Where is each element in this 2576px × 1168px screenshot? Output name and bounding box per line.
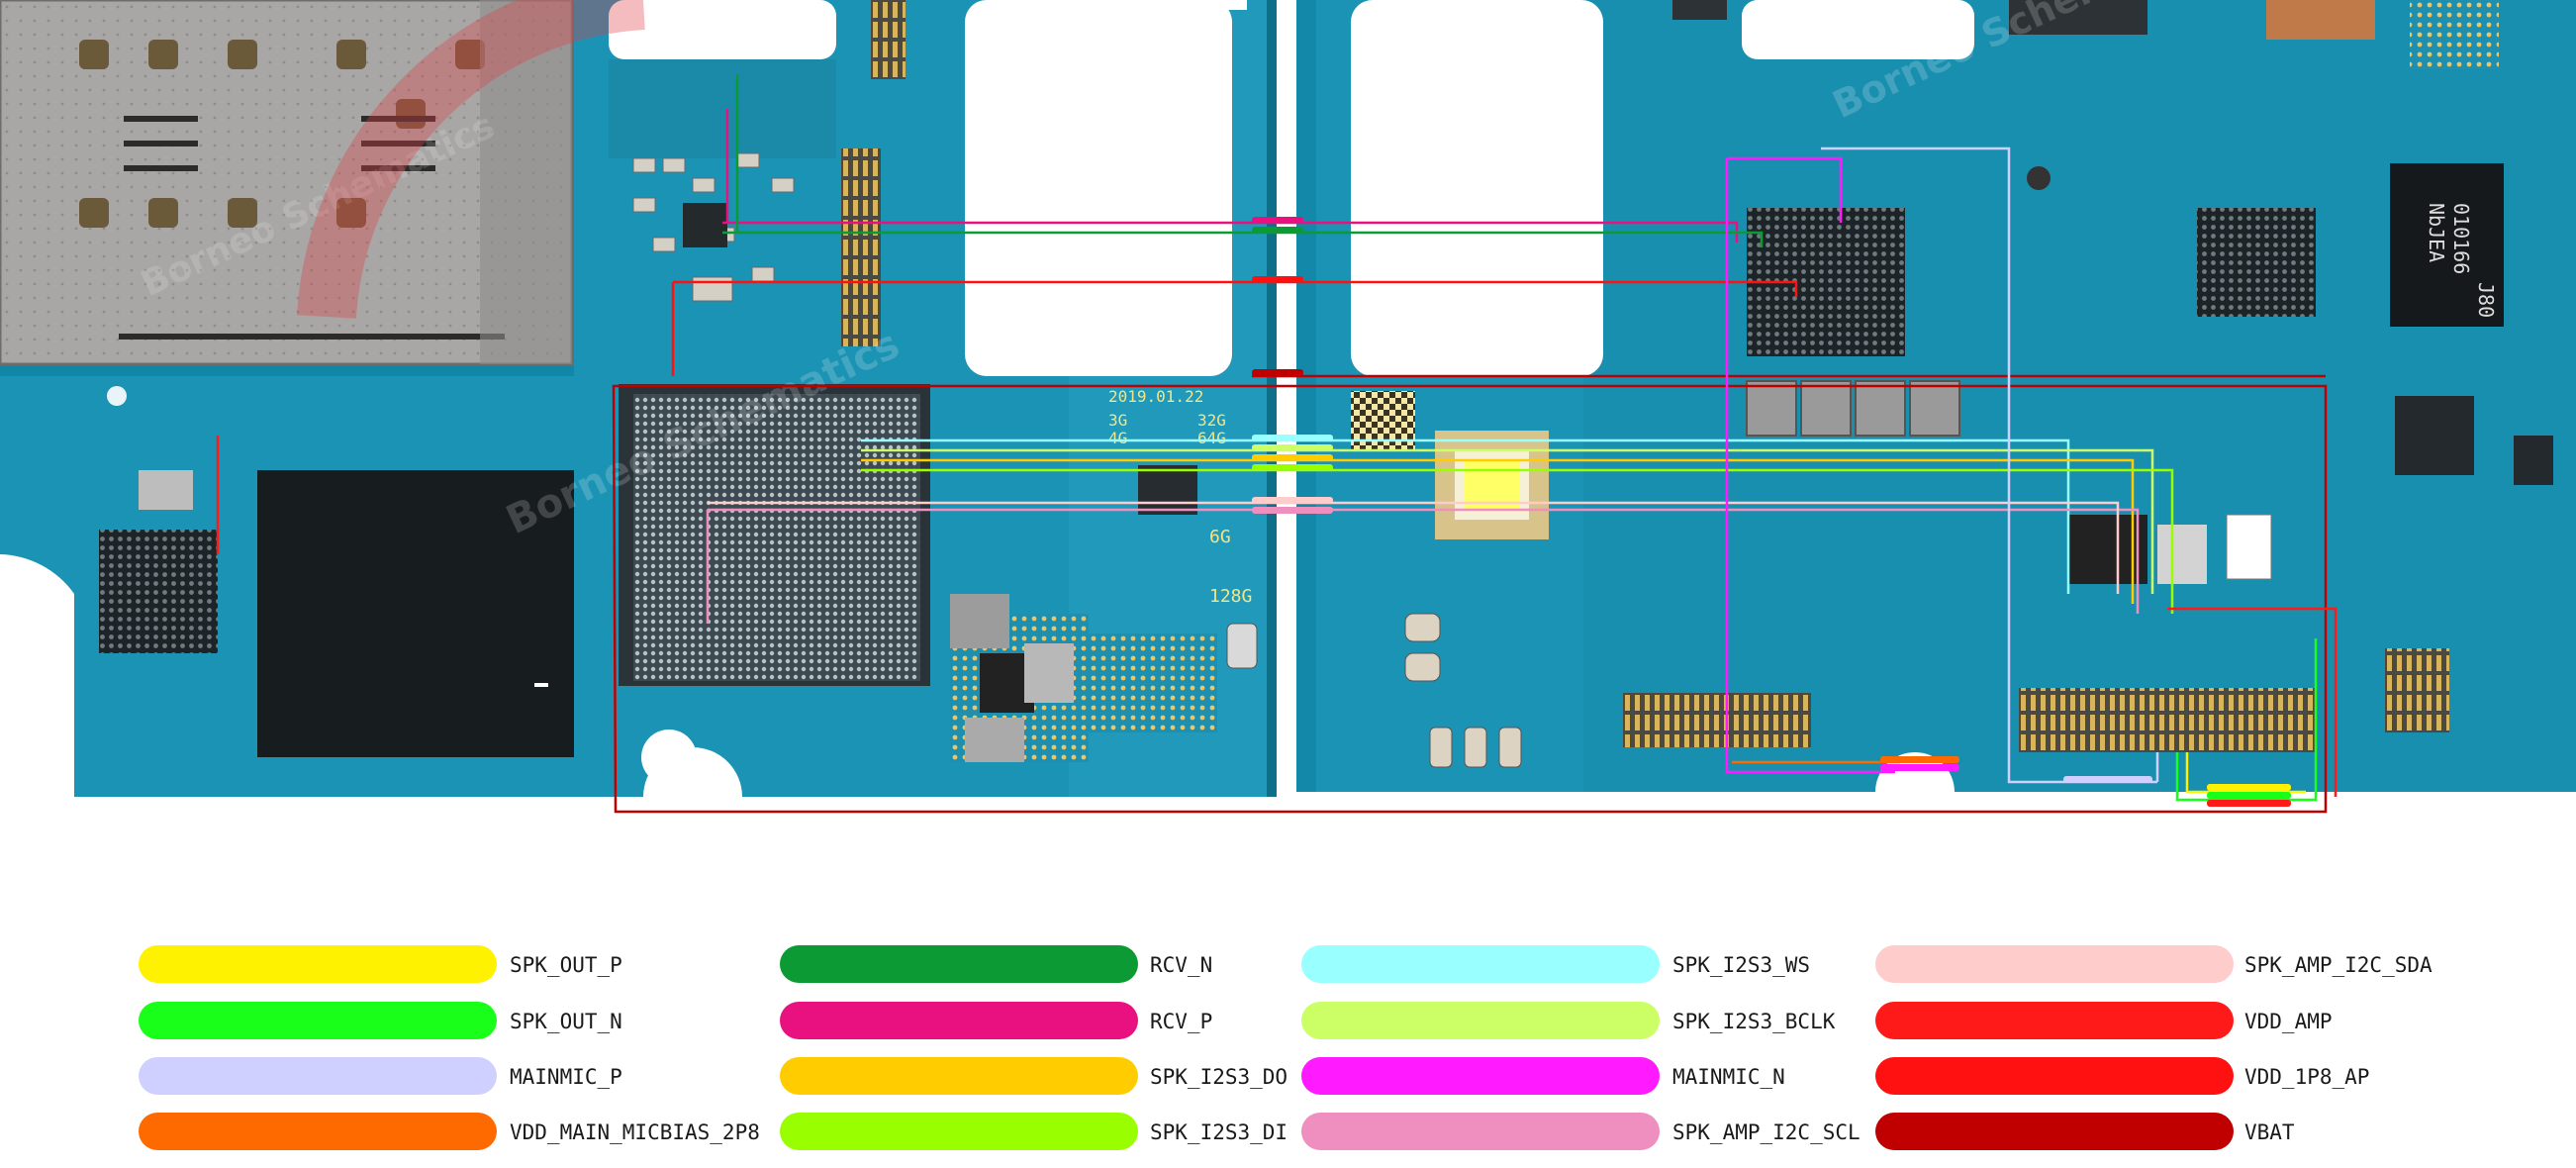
trace-spk_amp_i2c_sda bbox=[708, 501, 2120, 594]
net-tag-spk_amp_i2c_scl bbox=[1252, 507, 1333, 514]
net-tag-vdd_1p8_ap bbox=[1252, 276, 1303, 283]
net-tag-vbat bbox=[1252, 369, 1303, 376]
legend-label-vdd_main_micbias: VDD_MAIN_MICBIAS_2P8 bbox=[510, 1120, 760, 1144]
net-tag-vdd_main_micbias bbox=[1880, 756, 1959, 763]
legend-label-spk_amp_i2c_sda: SPK_AMP_I2C_SDA bbox=[2244, 953, 2433, 977]
board-mem-128g: 128G bbox=[1209, 586, 1252, 607]
net-tag-spk_i2s3_do bbox=[1252, 454, 1333, 461]
legend-swatch-spk_amp_i2c_scl bbox=[1301, 1113, 1660, 1150]
legend-swatch-vdd_1p8_ap bbox=[1875, 1057, 2234, 1095]
legend-swatch-spk_amp_i2c_sda bbox=[1875, 945, 2234, 983]
legend-label-vbat: VBAT bbox=[2244, 1120, 2295, 1144]
legend-label-vdd_1p8_ap: VDD_1P8_AP bbox=[2244, 1065, 2370, 1089]
chip-marking-3: J80 bbox=[2474, 282, 2498, 318]
legend-swatch-mainmic_p bbox=[139, 1057, 497, 1095]
fpc-connector-left bbox=[1623, 693, 1811, 747]
legend-swatch-spk_out_p bbox=[139, 945, 497, 983]
legend-swatch-rcv_n bbox=[780, 945, 1138, 983]
trace-mainmic_n bbox=[1725, 158, 1895, 774]
board-date-code: 2019.01.22 bbox=[1108, 387, 1203, 406]
net-tag-spk_out_p bbox=[2207, 784, 2291, 791]
legend-swatch-spk_out_n bbox=[139, 1002, 497, 1039]
legend-label-spk_i2s3_di: SPK_I2S3_DI bbox=[1150, 1120, 1288, 1144]
left-board: 2019.01.22 3G 4G 32G 64G 6G 128G Borneo … bbox=[0, 0, 1277, 797]
legend-swatch-rcv_p bbox=[780, 1002, 1138, 1039]
legend-swatch-vdd_main_micbias bbox=[139, 1113, 497, 1150]
net-tag-spk_out_n bbox=[2207, 792, 2291, 799]
legend-swatch-spk_i2s3_bclk bbox=[1301, 1002, 1660, 1039]
legend-swatch-vdd_amp bbox=[1875, 1002, 2234, 1039]
net-tag-mainmic_n bbox=[1880, 764, 1959, 771]
marked-chip bbox=[2390, 163, 2504, 327]
net-tag-spk_i2s3_ws bbox=[1252, 435, 1333, 441]
board-mem-3g: 3G bbox=[1108, 411, 1127, 430]
legend-swatch-vbat bbox=[1875, 1113, 2234, 1150]
net-tag-mainmic_p bbox=[2063, 776, 2152, 783]
legend-label-spk_out_n: SPK_OUT_N bbox=[510, 1010, 622, 1033]
trace-vdd_amp bbox=[2167, 607, 2337, 797]
legend-label-spk_out_p: SPK_OUT_P bbox=[510, 953, 622, 977]
net-tags bbox=[1252, 217, 2291, 807]
net-tag-spk_i2s3_di bbox=[1252, 464, 1333, 471]
legend-label-mainmic_n: MAINMIC_N bbox=[1672, 1065, 1785, 1089]
trace-rcv_p bbox=[722, 221, 1739, 243]
net-tag-vdd_amp bbox=[2207, 800, 2291, 807]
board-mem-64g: 64G bbox=[1197, 429, 1226, 447]
legend-swatch-mainmic_n bbox=[1301, 1057, 1660, 1095]
legend-label-rcv_n: RCV_N bbox=[1150, 953, 1213, 977]
legend-label-mainmic_p: MAINMIC_P bbox=[510, 1065, 622, 1089]
legend-swatch-spk_i2s3_do bbox=[780, 1057, 1138, 1095]
legend-label-spk_i2s3_ws: SPK_I2S3_WS bbox=[1672, 953, 1811, 977]
legend-label-vdd_amp: VDD_AMP bbox=[2244, 1010, 2333, 1033]
chip-marking-1: NbJEA bbox=[2425, 203, 2448, 262]
legend-swatch-spk_i2s3_di bbox=[780, 1113, 1138, 1150]
trace-vdd_1p8_ap bbox=[673, 280, 1798, 297]
net-tag-rcv_p bbox=[1252, 217, 1303, 224]
application-processor-bga bbox=[633, 394, 920, 681]
net-tag-spk_i2s3_bclk bbox=[1252, 444, 1333, 451]
legend-label-spk_i2s3_bclk: SPK_I2S3_BCLK bbox=[1672, 1010, 1836, 1033]
trace-spk_amp_i2c_scl bbox=[708, 508, 2140, 614]
board-mem-6g: 6G bbox=[1209, 527, 1231, 547]
net-tag-rcv_n bbox=[1252, 227, 1303, 234]
legend-label-rcv_p: RCV_P bbox=[1150, 1010, 1213, 1033]
legend-swatch-spk_i2s3_ws bbox=[1301, 945, 1660, 983]
trace-rcv_n bbox=[722, 231, 1764, 247]
legend-label-spk_i2s3_do: SPK_I2S3_DO bbox=[1150, 1065, 1288, 1089]
chip-marking-2: 010166 bbox=[2449, 203, 2473, 274]
board-to-board-connector bbox=[841, 148, 881, 346]
board-mem-32g: 32G bbox=[1197, 411, 1226, 430]
trace-vbat bbox=[612, 384, 2328, 814]
trace-mainmic_n bbox=[1727, 156, 1843, 223]
shield-can bbox=[257, 470, 574, 757]
fpc-connector-right bbox=[2019, 688, 2316, 752]
net-tag-spk_amp_i2c_sda bbox=[1252, 497, 1333, 504]
legend-label-spk_amp_i2c_scl: SPK_AMP_I2C_SCL bbox=[1672, 1120, 1860, 1144]
right-board: NbJEA 010166 J80 Borneo Schematics bbox=[1296, 0, 2576, 792]
board-mem-4g: 4G bbox=[1108, 429, 1127, 447]
